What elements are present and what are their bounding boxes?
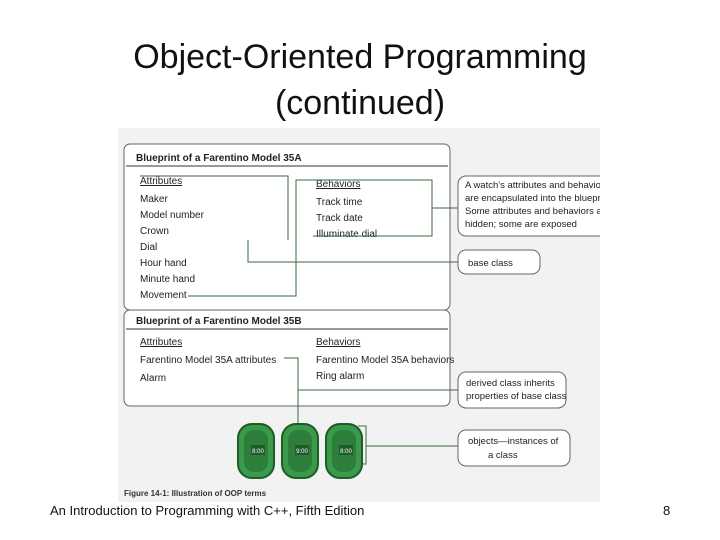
blueprint-a-attribute: Hour hand <box>140 258 187 269</box>
blueprint-a-behavior: Illuminate dial <box>316 229 377 240</box>
objects-callout <box>457 429 571 467</box>
oop-figure: Blueprint of a Farentino Model 35A Attri… <box>118 128 613 502</box>
base-class-connector <box>247 240 458 263</box>
watch-2: 9:00 <box>281 423 319 479</box>
page-number: 8 <box>663 503 671 518</box>
base-class-label: base class <box>468 258 513 269</box>
footer-text: An Introduction to Programming with C++,… <box>50 503 365 518</box>
blueprint-a-attribute: Dial <box>140 242 157 253</box>
watch-3-time: 8:00 <box>340 449 352 455</box>
blueprint-a-attributes-header: Attributes <box>140 176 182 187</box>
encapsulation-line: A watch's attributes and behaviors <box>465 180 600 191</box>
objects-line: a class <box>488 450 518 461</box>
blueprint-a-attribute: Movement <box>140 290 187 301</box>
slide-title-line1: Object-Oriented Programming <box>133 38 587 76</box>
watch-1-time: 8:00 <box>252 449 264 455</box>
slide-title-line2: (continued) <box>274 84 446 122</box>
blueprint-a-attribute: Crown <box>140 226 169 237</box>
oop-diagram: Blueprint of a Farentino Model 35A Attri… <box>123 143 613 498</box>
blueprint-a-behavior-bracket <box>188 179 433 297</box>
base-class-callout <box>457 249 541 275</box>
watch-1: 8:00 <box>237 423 275 479</box>
derived-class-line: properties of base class <box>466 391 567 402</box>
blueprint-b-attribute: Alarm <box>140 373 166 384</box>
derived-class-callout <box>457 371 567 409</box>
blueprint-a-attribute: Maker <box>140 194 168 205</box>
blueprint-b-behaviors-header: Behaviors <box>316 337 360 348</box>
derived-class-connector <box>284 357 458 391</box>
encapsulation-line: Some attributes and behaviors are <box>465 206 600 217</box>
blueprint-b-behavior: Farentino Model 35A behaviors <box>316 355 454 366</box>
blueprint-a-title: Blueprint of a Farentino Model 35A <box>136 153 302 164</box>
blueprint-a-behavior: Track date <box>316 213 363 224</box>
blueprint-b-title: Blueprint of a Farentino Model 35B <box>136 316 302 327</box>
derived-class-line: derived class inherits <box>466 378 555 389</box>
blueprint-a-attribute: Model number <box>140 210 205 221</box>
encapsulation-line: hidden; some are exposed <box>465 219 577 230</box>
blueprint-b-behavior: Ring alarm <box>316 371 364 382</box>
blueprint-a-attribute: Minute hand <box>140 274 195 285</box>
figure-caption: Figure 14-1: Illustration of OOP terms <box>124 489 267 498</box>
blueprint-b-attribute: Farentino Model 35A attributes <box>140 355 276 366</box>
blueprint-a-attr-bracket <box>140 175 289 240</box>
watch-2-time: 9:00 <box>296 449 308 455</box>
blueprint-a-behaviors-header: Behaviors <box>316 179 360 190</box>
watch-3: 8:00 <box>325 423 363 479</box>
objects-line: objects—instances of <box>468 436 559 447</box>
blueprint-a-box <box>123 143 451 311</box>
blueprint-a-behavior: Track time <box>316 197 363 208</box>
blueprint-b-attributes-header: Attributes <box>140 337 182 348</box>
encapsulation-line: are encapsulated into the blueprint. <box>465 193 600 204</box>
